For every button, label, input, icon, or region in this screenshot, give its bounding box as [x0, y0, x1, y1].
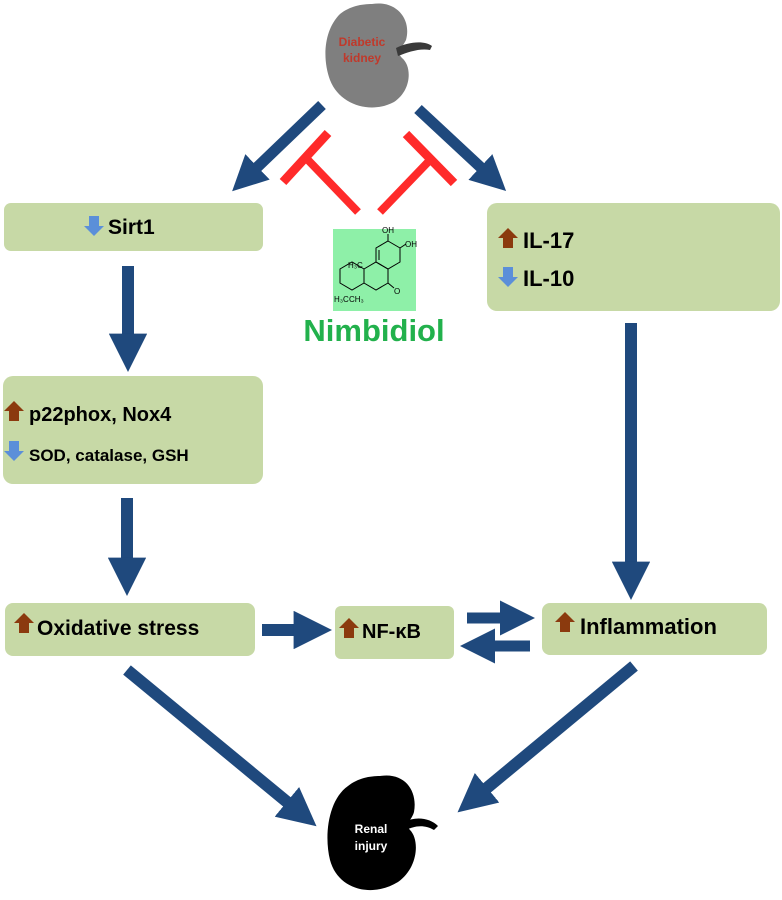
diabetic-kidney-shape: [325, 3, 409, 108]
arrow-kidney-to-cytokines: [414, 104, 507, 191]
p22phox-nox4-label: p22phox, Nox4: [29, 404, 172, 426]
diabetic-kidney-label-line1: Diabetic: [339, 35, 386, 49]
structure-label-me1: H₃C: [348, 261, 363, 270]
renal-injury-label-line1: Renal: [355, 822, 388, 836]
structure-background: [333, 229, 416, 311]
renal-injury-label-line2: injury: [355, 839, 388, 853]
structure-label-oxo: O: [394, 287, 400, 296]
sirt1-box: Sirt1: [4, 203, 263, 251]
structure-label-oh2: OH: [405, 240, 417, 249]
arrow-oxidative-stress-to-renal-injury: [123, 665, 317, 827]
diabetic-kidney-label-line2: kidney: [343, 51, 381, 65]
il17-label: IL-17: [523, 228, 574, 253]
structure-bonds: [339, 234, 407, 291]
renal-injury-kidney-shape: [327, 775, 416, 891]
nfkb-box: NF-κB: [335, 606, 454, 659]
drug-name: Nimbidiol: [303, 313, 444, 348]
renal-injury-ureter: [404, 818, 438, 830]
inhibition-left: [279, 129, 361, 215]
oxidant-markers-box: p22phox, Nox4 SOD, catalase, GSH: [3, 376, 263, 484]
structure-label-me2: H₃C: [334, 295, 349, 304]
oxidative-stress-box: Oxidative stress: [5, 603, 255, 656]
diabetic-kidney-ureter: [396, 42, 432, 56]
diabetic-kidney: Diabetic kidney: [325, 3, 432, 108]
sod-catalase-gsh-label: SOD, catalase, GSH: [29, 446, 189, 465]
structure-label-oh1: OH: [382, 226, 394, 235]
renal-injury-kidney: Renal injury: [327, 775, 438, 891]
cytokines-box: IL-17 IL-10: [487, 203, 780, 311]
inflammation-box: Inflammation: [542, 603, 767, 655]
inhibition-right: [377, 130, 458, 215]
nimbidiol-structure: OH OH H₃C H₃C CH₃ O: [333, 226, 417, 311]
arrow-inflammation-to-renal-injury: [457, 661, 638, 813]
inflammation-label: Inflammation: [580, 614, 717, 639]
oxidative-stress-label: Oxidative stress: [37, 617, 199, 640]
nfkb-label: NF-κB: [362, 621, 421, 643]
arrow-kidney-to-sirt1: [232, 101, 326, 192]
il10-label: IL-10: [523, 266, 574, 291]
sirt1-label: Sirt1: [108, 216, 155, 239]
structure-label-me3: CH₃: [349, 295, 364, 304]
